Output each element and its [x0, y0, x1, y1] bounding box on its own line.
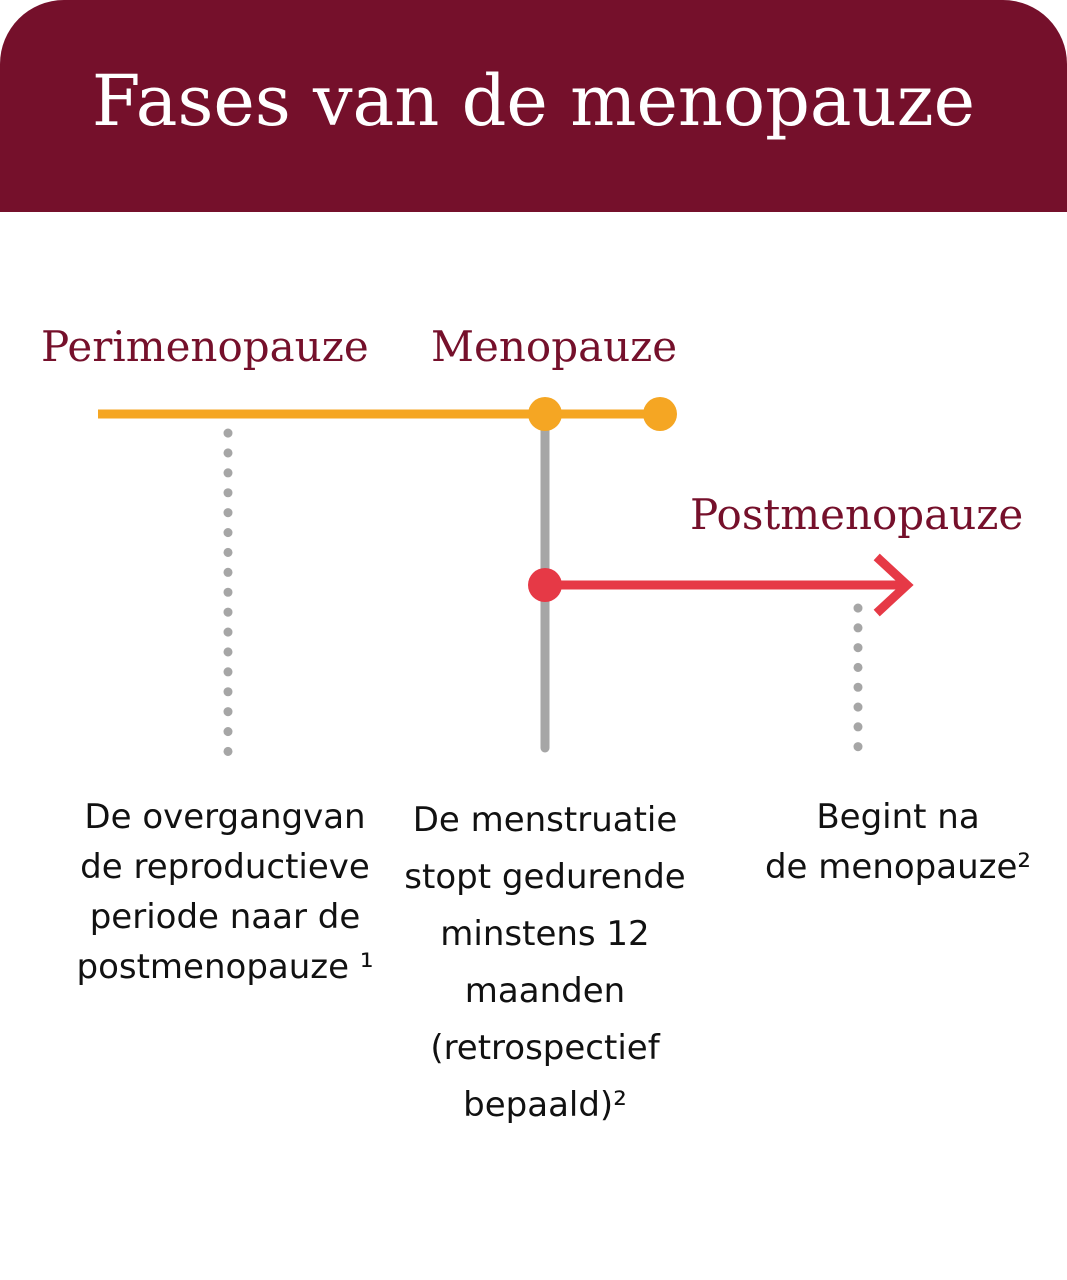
postmenopause-description-line: de menopauze² — [764, 847, 1032, 887]
menopause-description-line: maanden — [464, 971, 626, 1011]
postmenopause-label: Postmenopauze — [690, 490, 1024, 539]
header-banner: Fases van de menopauze — [0, 0, 1067, 212]
perimenopause-description: De overgangvan de reproductieve periode … — [25, 792, 425, 992]
perimenopause-description-line: de reproductieve — [80, 847, 370, 887]
page-title: Fases van de menopauze — [91, 60, 976, 142]
menopause-start-dot — [528, 397, 562, 431]
perimenopause-description-line: postmenopauze ¹ — [76, 947, 374, 987]
postmenopause-start-dot — [528, 568, 562, 602]
menopause-description-line: stopt gedurende — [404, 857, 686, 897]
menopause-description-line: De menstruatie — [412, 800, 678, 840]
perimenopause-description-line: De overgangvan — [84, 797, 366, 837]
menopause-description-line: (retrospectief — [430, 1028, 660, 1068]
perimenopause-description-line: periode naar de — [89, 897, 361, 937]
postmenopause-arrowhead-icon — [873, 553, 914, 617]
menopause-label: Menopauze — [431, 322, 678, 371]
postmenopause-description: Begint na de menopauze² — [748, 792, 1048, 892]
postmenopause-description-line: Begint na — [816, 797, 980, 837]
menopause-description-line: minstens 12 — [440, 914, 650, 954]
perimenopause-label: Perimenopauze — [41, 322, 369, 371]
menopause-description-line: bepaald)² — [463, 1085, 627, 1125]
perimenopause-end-dot — [643, 397, 677, 431]
menopause-description: De menstruatie stopt gedurende minstens … — [370, 792, 720, 1134]
